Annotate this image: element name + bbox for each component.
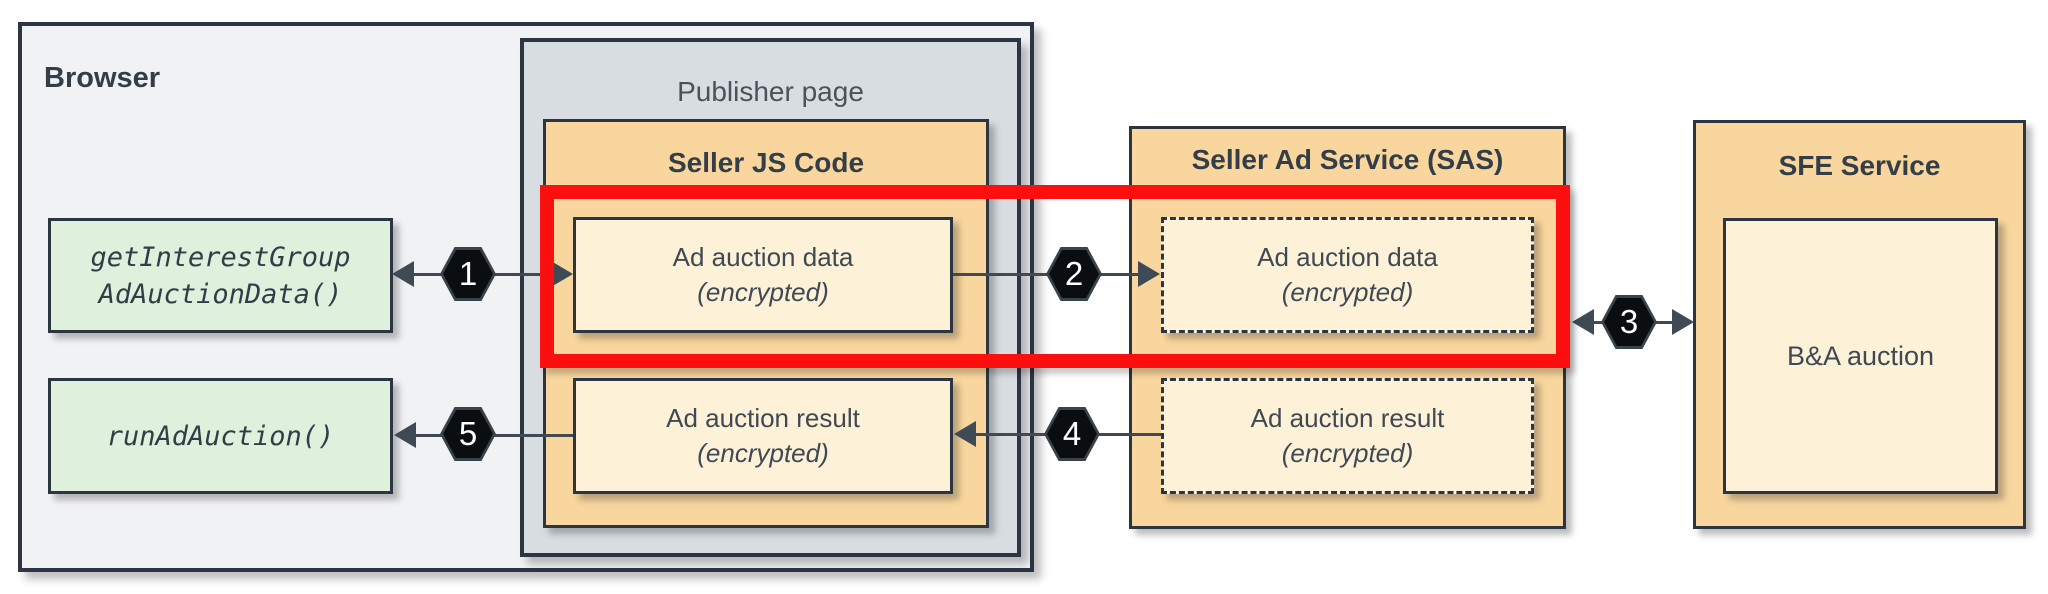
step-3-badge: 3 [1601,295,1657,349]
payload-title: B&A auction [1786,340,1935,371]
arrow-3-left-head [1572,309,1594,335]
sas-ad-auction-result-box: Ad auction result (encrypted) [1161,378,1534,494]
publisher-page-label: Publisher page [677,76,864,107]
step-number: 5 [458,415,478,452]
payload-title: Ad auction result [666,403,860,433]
arrow-1-left-head [392,261,414,287]
arrow-4-left-head [954,421,976,447]
code-line: AdAuctionData() [98,278,343,310]
js-ad-auction-data-box: Ad auction data (encrypted) [573,217,953,333]
step-4-badge: 4 [1044,407,1100,461]
arrow-2-right-head [1138,261,1160,287]
step-number: 3 [1619,303,1639,340]
encrypted-note: (encrypted) [697,438,829,468]
code-line: getInterestGroup [90,241,351,273]
encrypted-note: (encrypted) [1281,277,1414,307]
code-line: runAdAuction() [106,420,335,452]
encrypted-note: (encrypted) [697,277,829,307]
sfe-service-label: SFE Service [1778,150,1941,181]
payload-title: Ad auction data [672,242,854,272]
arrow-3-right-head [1672,309,1694,335]
step-number: 2 [1064,255,1084,292]
sas-ad-auction-data-box: Ad auction data (encrypted) [1161,217,1534,333]
seller-js-code-label: Seller JS Code [667,147,865,178]
get-interest-group-ad-auction-data-box: getInterestGroup AdAuctionData() [48,218,393,333]
encrypted-note: (encrypted) [1281,438,1414,468]
payload-title: Ad auction result [1250,403,1445,433]
run-ad-auction-box: runAdAuction() [48,378,393,494]
ba-auction-box: B&A auction [1723,218,1998,494]
browser-label: Browser [44,62,161,94]
arrow-1-right-head [551,261,573,287]
step-number: 4 [1062,415,1082,452]
step-number: 1 [458,255,478,292]
arrow-5-left-head [394,422,416,448]
payload-title: Ad auction data [1257,242,1438,272]
seller-ad-service-label: Seller Ad Service (SAS) [1191,144,1504,175]
highlight-rectangle [540,185,1570,368]
js-ad-auction-result-box: Ad auction result (encrypted) [573,378,953,494]
